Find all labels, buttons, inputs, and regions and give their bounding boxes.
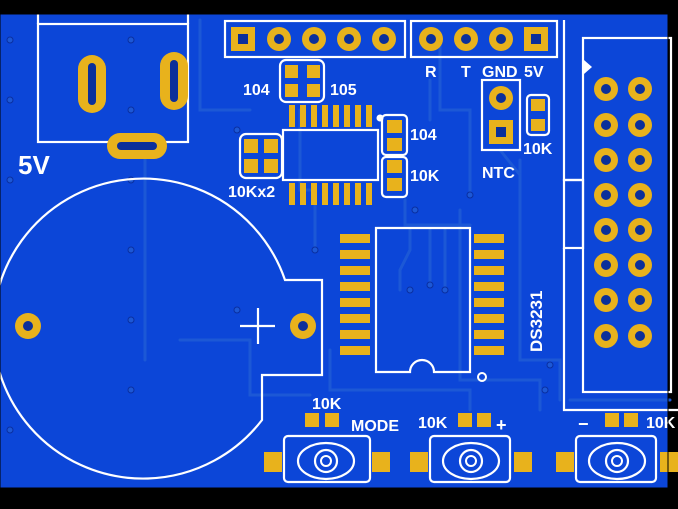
cap-pair-top [278, 58, 326, 104]
header-16pin [562, 20, 678, 412]
board-substrate [0, 14, 668, 488]
battery-holder [0, 177, 324, 480]
res-10k-vertical [380, 155, 409, 199]
res-label-10kx2: 10Kx2 [228, 184, 275, 201]
board-edge [0, 13, 669, 489]
button-minus [556, 413, 678, 484]
cap-label-105: 105 [330, 82, 357, 99]
header-4pin [409, 19, 559, 59]
res-label-10k-a: 10K [410, 168, 440, 185]
btn-plus-label: + [496, 415, 507, 435]
cap-104-vertical [380, 113, 409, 157]
header-label-r: R [425, 64, 437, 81]
btn-res-label-2: 10K [418, 415, 448, 432]
res-pair-left [238, 132, 284, 180]
header-label-gnd: GND [482, 64, 518, 81]
header-label-t: T [461, 64, 471, 81]
btn-mode-label: MODE [351, 418, 399, 435]
btn-res-label-1: 10K [312, 396, 342, 413]
rtc-chip-label: DS3231 [527, 291, 546, 352]
power-jack [36, 14, 190, 159]
ntc-label: NTC [482, 165, 515, 182]
button-mode [264, 413, 390, 484]
cap-label-104-b: 104 [410, 127, 437, 144]
copper-traces [6, 18, 672, 434]
ntc-connector [480, 78, 551, 152]
btn-minus-label: − [578, 414, 589, 434]
power-label: 5V [18, 150, 50, 180]
header-label-5v: 5V [524, 64, 544, 81]
ntc-res-label: 10K [523, 141, 553, 158]
header-5pin [223, 19, 407, 59]
soic-chip [281, 105, 384, 205]
cap-label-104-a: 104 [243, 82, 270, 99]
rtc-chip [340, 226, 504, 382]
button-plus [410, 413, 532, 484]
btn-res-label-3: 10K [646, 415, 676, 432]
